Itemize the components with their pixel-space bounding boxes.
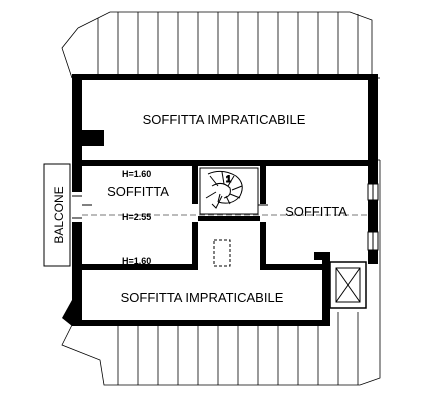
height-label-mid: H=2.55: [122, 212, 151, 222]
section-line: [82, 204, 368, 216]
balcony-label: BALCONE: [52, 186, 66, 243]
spiral-stair[interactable]: 1: [199, 167, 259, 215]
inner-walls: [82, 160, 368, 270]
height-label-bottom: H=1.60: [122, 256, 151, 266]
roof-hatching-top: [61, 11, 373, 79]
height-label-top: H=1.60: [122, 169, 151, 179]
roof-hatching-bottom: [61, 312, 381, 386]
balcony-door: [72, 195, 82, 219]
right-windows: [367, 183, 379, 251]
balcony[interactable]: BALCONE: [43, 163, 71, 267]
room-label-attic-bottom: SOFFITTA IMPRATICABILE: [121, 290, 284, 305]
room-label-attic-right: SOFFITTA: [285, 204, 347, 219]
room-label-attic-left: SOFFITTA: [107, 184, 169, 199]
stair-mark: 1: [226, 174, 231, 184]
outer-walls: [62, 74, 378, 326]
room-label-attic-top: SOFFITTA IMPRATICABILE: [143, 112, 306, 127]
skylight: [213, 239, 231, 267]
roof-hatch: [329, 261, 367, 309]
